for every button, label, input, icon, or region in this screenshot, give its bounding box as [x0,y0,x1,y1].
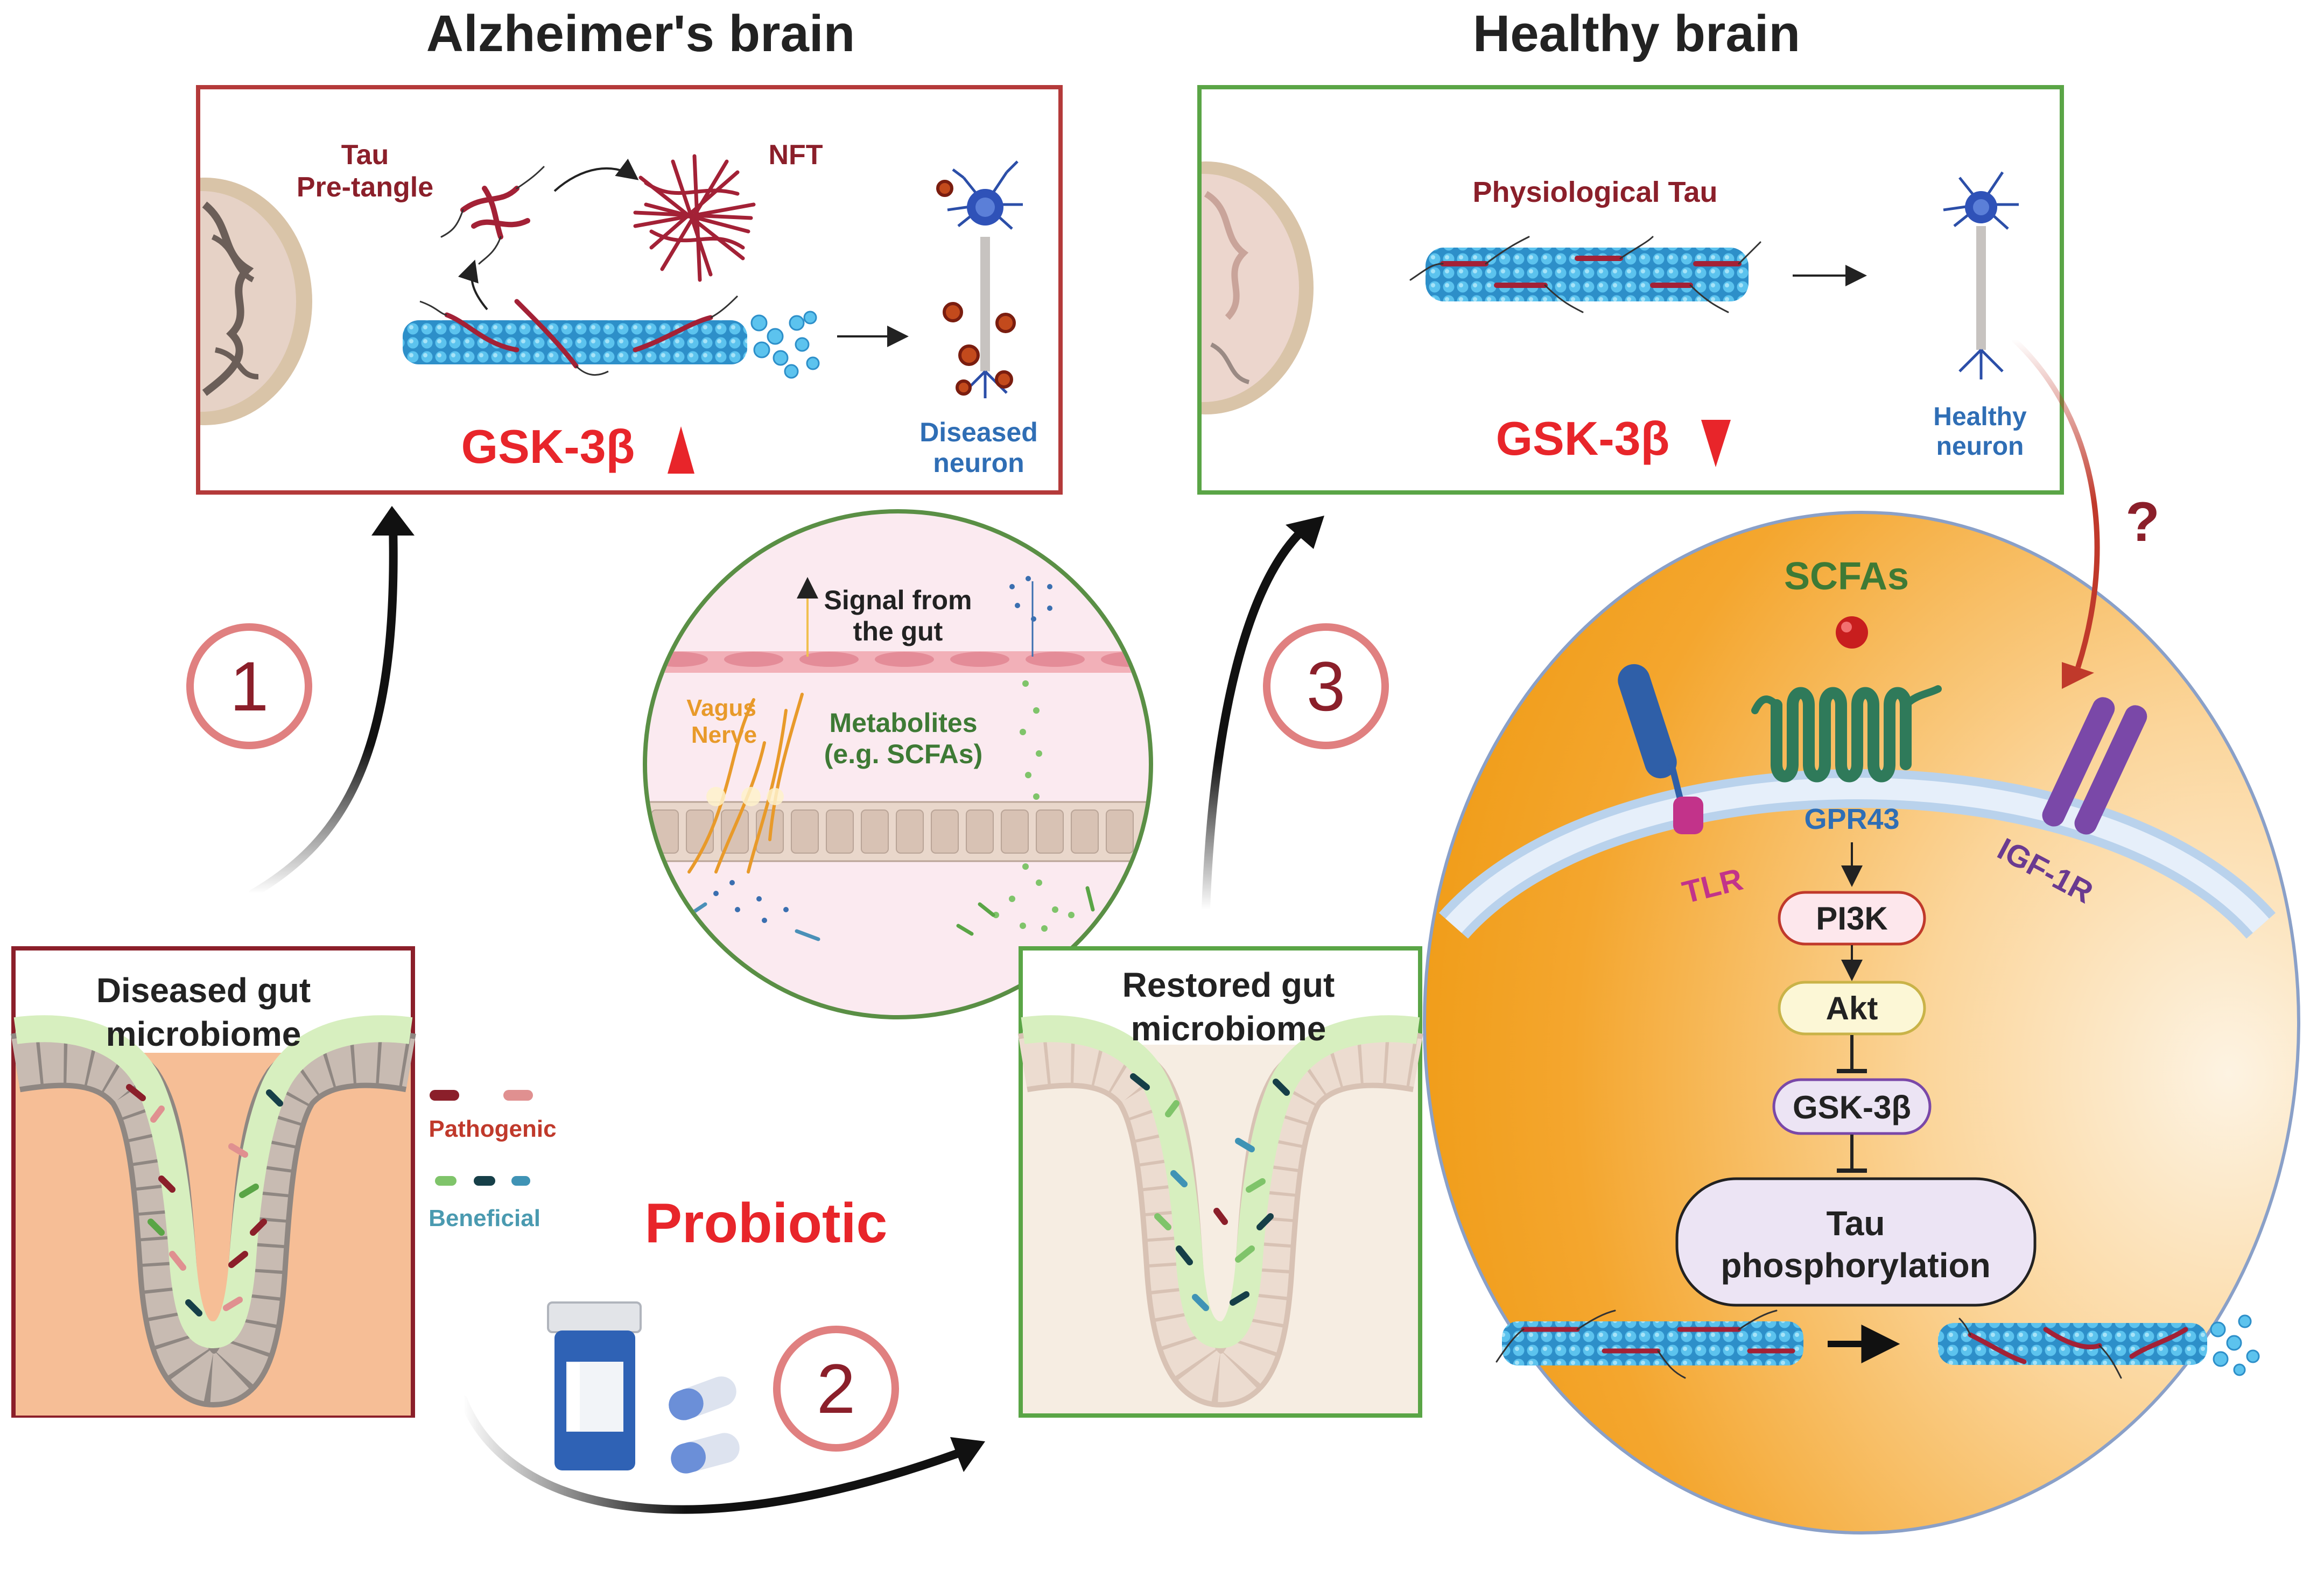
restored-bacteria [1130,1073,1290,1311]
microtubule-diseased [403,320,747,364]
healthy-title: Healthy brain [1473,5,1800,62]
gsk3b-node: GSK-3β [1772,1078,1932,1135]
vagus-label-1: Vagus [686,695,756,721]
question-mark: ? [2125,491,2160,553]
metabolites-label-1: Metabolites [829,708,977,738]
capsule-icons [669,1376,740,1474]
diseased-gut-title-1: Diseased gut [96,971,311,1010]
arrow-head-alzheimers [371,506,415,536]
svg-text:Tau: Tau [1826,1204,1885,1243]
step-1-circle: 1 [186,623,312,749]
step-3-circle: 3 [1263,623,1389,749]
gpr43-receptor-icon [1751,685,1942,783]
restored-gut-title-1: Restored gut [1122,966,1335,1004]
signal-label-1: Signal from [824,585,972,615]
step-2-circle: 2 [773,1326,899,1452]
arrow-to-healthy [1202,526,1307,914]
restored-gut-panel: Restored gut microbiome [1017,946,1423,1418]
physiological-tau-strands [1409,236,1761,313]
signal-dots [713,576,1052,923]
healthy-gsk-label: GSK-3β [1496,412,1670,465]
alzheimers-panel: Tau Pre-tangle NFT GSK-3β Diseased neuro… [196,85,1063,495]
neuron-to-receptor-arrow [2011,337,2100,668]
nft-tangle-icon [633,154,756,282]
metabolite-dots [993,680,1075,932]
svg-text:Akt: Akt [1826,990,1878,1026]
healthy-neuron-icon [1943,171,2019,379]
pi3k-node: PI3K [1778,891,1926,946]
bacteria-legend: Pathogenic Beneficial [429,1090,557,1231]
tau-pre-tangle-label-1: Tau [341,139,389,171]
svg-text:2: 2 [817,1349,855,1428]
gsk-down-triangle-icon [1701,420,1731,467]
microtubule-fragments [750,311,820,379]
legend-pathogenic: Pathogenic [429,1116,556,1142]
alzheimers-title: Alzheimer's brain [426,5,855,62]
red-arrowhead-icon [2062,662,2094,689]
arrow-head-probiotic [950,1437,985,1472]
cell-microtubule-left [1502,1321,1803,1365]
probiotic-bottle-icon [547,1301,642,1470]
healthy-panel: Physiological Tau GSK-3β Healthy neuron [1197,85,2064,495]
svg-text:PI3K: PI3K [1816,900,1887,937]
metabolites-label-2: (e.g. SCFAs) [824,739,982,769]
gsk-up-triangle-icon [668,426,694,474]
brain-slice-icon [200,178,312,425]
diseased-gut-title-2: microbiome [106,1015,301,1053]
diseased-gut-panel: Diseased gut microbiome [11,946,416,1418]
restored-gut-title-2: microbiome [1131,1009,1326,1048]
healthy-brain-slice-icon [1202,161,1314,414]
tau-pre-tangle-label-2: Pre-tangle [297,172,433,203]
tangle-arrow [553,158,639,192]
svg-text:GSK-3β: GSK-3β [1793,1089,1911,1125]
healthy-neuron-label-1: Healthy [1933,403,2027,431]
svg-text:phosphorylation: phosphorylation [1721,1246,1990,1285]
akt-node: Akt [1778,981,1926,1036]
arrow-head-healthy [1286,516,1324,549]
svg-text:3: 3 [1307,647,1345,726]
signal-label-2: the gut [853,616,943,646]
cell-microtubule-fragments [2210,1314,2260,1376]
scfa-ligand-icon [1836,616,1868,649]
physiological-tau-label: Physiological Tau [1472,176,1717,208]
detach-arrow [458,259,488,311]
igf1r-receptor-icon [2042,697,2147,835]
diseased-bacteria [126,1084,283,1316]
diseased-neuron-label-1: Diseased [919,417,1038,447]
arrow-to-alzheimers [249,520,398,898]
gut-brain-signal-circle: Signal from the gut Vagus Nerve Metaboli… [643,509,1153,1019]
diseased-neuron-icon [936,160,1023,398]
arrow-probiotic [459,1395,963,1514]
healthy-neuron-label-2: neuron [1936,432,2024,461]
alz-gsk-label: GSK-3β [461,420,635,473]
gpr43-label: GPR43 [1804,803,1899,835]
nft-label: NFT [768,139,823,171]
diseased-neuron-label-2: neuron [933,448,1024,478]
tau-phosphorylation-node: Tau phosphorylation [1675,1177,2037,1307]
vagus-label-2: Nerve [691,722,757,748]
probiotic-label: Probiotic [645,1192,888,1255]
scfas-label: SCFAs [1784,555,1909,598]
vagus-nerve-icon [687,693,804,874]
tau-pre-tangle-icon [440,166,545,265]
tlr-receptor-icon [1618,664,1703,834]
neuron-cell-signaling: ? SCFAs TLR GPR43 IGF-1R PI3K Akt GSK-3β… [1423,337,2300,1534]
tau-strands [444,299,713,369]
svg-text:1: 1 [230,647,269,726]
legend-beneficial: Beneficial [429,1205,540,1231]
